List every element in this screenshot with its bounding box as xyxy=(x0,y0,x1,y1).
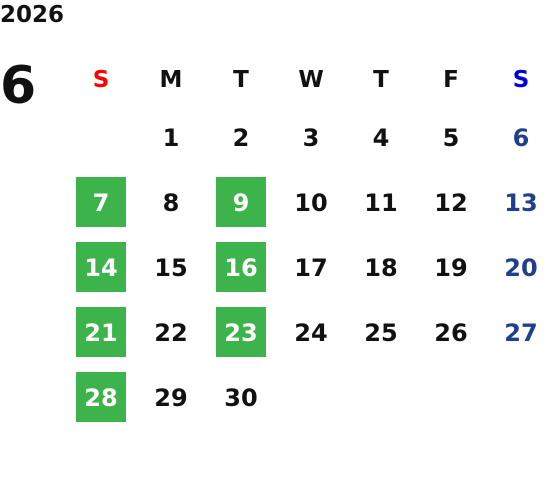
weekday-header-thursday: T xyxy=(373,67,389,93)
weekday-header-friday: F xyxy=(443,67,459,93)
day-cell[interactable]: 10 xyxy=(294,188,328,217)
day-cell[interactable]: 3 xyxy=(302,123,320,152)
weekday-header-wednesday: W xyxy=(298,67,324,93)
day-cell-highlighted[interactable]: 28 xyxy=(66,365,136,430)
day-cell[interactable]: 19 xyxy=(434,253,468,282)
day-cell-highlighted[interactable]: 14 xyxy=(66,235,136,300)
day-cell-highlighted[interactable]: 9 xyxy=(206,170,276,235)
day-cell-highlighted[interactable]: 21 xyxy=(66,300,136,365)
day-cell-saturday[interactable]: 27 xyxy=(504,318,538,347)
calendar-grid: S M T W T F S 1 2 3 4 5 6 7 8 9 10 11 12… xyxy=(66,55,548,430)
day-cell-highlighted[interactable]: 23 xyxy=(206,300,276,365)
day-cell-saturday[interactable]: 20 xyxy=(504,253,538,282)
day-cell-empty xyxy=(276,365,346,430)
day-cell[interactable]: 25 xyxy=(364,318,398,347)
day-cell[interactable]: 18 xyxy=(364,253,398,282)
day-cell[interactable]: 17 xyxy=(294,253,328,282)
day-cell[interactable]: 11 xyxy=(364,188,398,217)
day-cell[interactable]: 4 xyxy=(372,123,390,152)
weekday-header-saturday: S xyxy=(512,67,530,93)
day-cell[interactable]: 2 xyxy=(232,123,250,152)
day-cell[interactable]: 30 xyxy=(224,383,258,412)
weekday-header-tuesday: T xyxy=(233,67,249,93)
day-cell-highlighted[interactable]: 16 xyxy=(206,235,276,300)
day-cell-saturday[interactable]: 6 xyxy=(512,123,530,152)
day-cell[interactable]: 29 xyxy=(154,383,188,412)
weekday-header-sunday: S xyxy=(92,67,110,93)
day-cell-empty xyxy=(346,365,416,430)
day-cell-empty xyxy=(416,365,486,430)
day-cell[interactable]: 1 xyxy=(162,123,180,152)
day-cell[interactable]: 15 xyxy=(154,253,188,282)
day-cell-empty xyxy=(66,105,136,170)
month-label: 6 xyxy=(0,56,37,116)
weekday-header-monday: M xyxy=(159,67,183,93)
year-label: 2026 xyxy=(0,2,65,28)
day-cell-saturday[interactable]: 13 xyxy=(504,188,538,217)
day-cell[interactable]: 24 xyxy=(294,318,328,347)
day-cell[interactable]: 8 xyxy=(162,188,180,217)
day-cell-empty xyxy=(486,365,548,430)
day-cell-highlighted[interactable]: 7 xyxy=(66,170,136,235)
day-cell[interactable]: 12 xyxy=(434,188,468,217)
day-cell[interactable]: 22 xyxy=(154,318,188,347)
day-cell[interactable]: 26 xyxy=(434,318,468,347)
day-cell[interactable]: 5 xyxy=(442,123,460,152)
